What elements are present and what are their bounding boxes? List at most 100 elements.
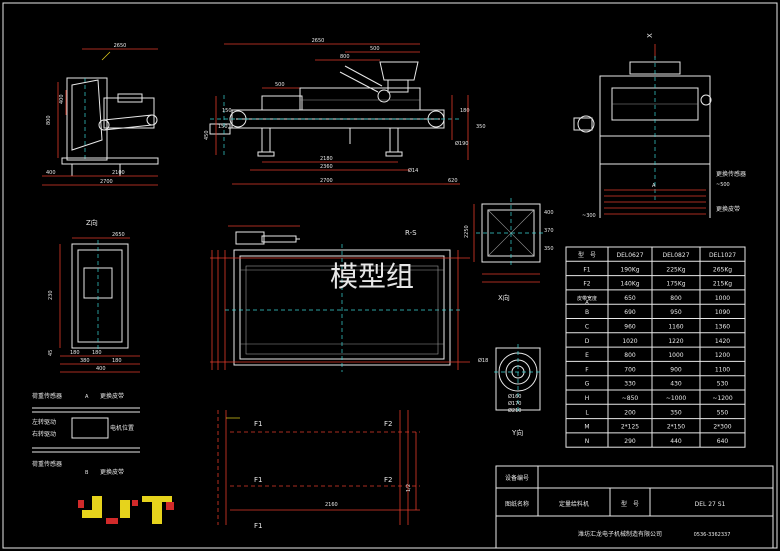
table-cell-6-0: E xyxy=(585,352,589,359)
table-cell-2-0: 皮带宽度 xyxy=(577,295,597,302)
dim-z-b2: 180 xyxy=(92,350,102,356)
table-cell-2-1: 650 xyxy=(624,295,636,302)
x-mark: X xyxy=(646,33,654,38)
table-cell-5-0: D xyxy=(585,338,590,345)
table-cell-12-0: N xyxy=(585,438,590,445)
table-cell-1-2: 175Kg xyxy=(666,281,685,288)
dim-left-v2: 400 xyxy=(59,94,65,104)
table-cell-12-2: 440 xyxy=(670,438,682,445)
dim-main-b1: 2180 xyxy=(320,156,333,162)
dim-right-v: ~500 xyxy=(716,182,730,188)
company-logo xyxy=(78,496,174,524)
right-label-belt: 更换皮带 xyxy=(716,205,740,213)
table-header-3: DEL1027 xyxy=(709,252,736,259)
dim-z-v2: 45 xyxy=(48,350,54,356)
watermark: 模型组 xyxy=(330,260,414,293)
table-cell-6-2: 1000 xyxy=(668,352,683,359)
table-header-1: DEL0627 xyxy=(616,252,643,259)
table-cell-4-3: 1360 xyxy=(715,324,730,331)
table-cell-1-1: 140Kg xyxy=(620,281,639,288)
main-front-view: 2650 500 800 500 180 xyxy=(204,38,486,185)
table-cell-2-2: 800 xyxy=(670,295,682,302)
dim-main-b4: 620 xyxy=(448,178,458,184)
dim-left-v1: 800 xyxy=(46,115,52,125)
dim-left-b2: 2100 xyxy=(112,170,125,176)
force-label-f1-bot: F1 xyxy=(254,522,262,530)
table-cell-3-2: 950 xyxy=(670,309,682,316)
table-header-2: DEL0827 xyxy=(662,252,689,259)
table-cell-2-3: 1000 xyxy=(715,295,730,302)
x-section-view: 2250 400 370 350 X向 xyxy=(464,198,554,302)
table-cell-6-3: 1200 xyxy=(715,352,730,359)
z-view-title: Z向 xyxy=(86,218,98,227)
dim-main-b2: 2360 xyxy=(320,164,333,170)
legend: 荷重传感器 A 更换皮带 左转驱动 右转驱动 电机位置 荷重传感器 B 更换皮带 xyxy=(32,392,140,476)
table-header-0: 型 号 xyxy=(578,251,596,259)
dim-main-s1: 500 xyxy=(370,46,380,52)
table-cell-8-0: G xyxy=(585,381,590,388)
dim-z-top: 2650 xyxy=(112,232,125,238)
drawing-name: 定量给料机 xyxy=(559,500,589,508)
force-plan-view: 1/2 2160 F1 F2 F1 F2 F1 xyxy=(217,410,420,530)
dim-main-top: 2650 xyxy=(312,38,325,44)
table-cell-0-0: F1 xyxy=(583,266,590,273)
title-block: 设备编号 图纸名称 定量给料机 型 号 DEL 27 S1 潍坊汇龙电子机械制造… xyxy=(495,465,774,549)
table-cell-10-1: 200 xyxy=(624,409,636,416)
table-cell-5-3: 1420 xyxy=(715,338,730,345)
right-label-sensor: 更换传感器 xyxy=(716,170,746,178)
x-view-title: X向 xyxy=(498,293,510,302)
dim-left-b3: 2700 xyxy=(100,179,113,185)
table-cell-11-0: M xyxy=(584,424,589,431)
dim-main-b3: 2700 xyxy=(320,178,333,184)
force-label-f2-mid: F2 xyxy=(384,476,392,484)
force-label-f1-top: F1 xyxy=(254,420,262,428)
table-cell-0-2: 225Kg xyxy=(666,266,685,273)
table-cell-7-3: 1100 xyxy=(715,366,730,373)
legend-item-2: 左转驱动 xyxy=(32,418,56,426)
dim-left-b1: 400 xyxy=(46,170,56,176)
dim-plan-h: 1/2 xyxy=(406,484,412,492)
table-cell-3-0: B xyxy=(585,309,589,316)
legend-motor-position: 电机位置 xyxy=(110,424,134,432)
dim-x-2: 370 xyxy=(544,228,554,234)
dim-y-3: Ø210 xyxy=(508,407,521,414)
table-cell-8-1: 330 xyxy=(624,381,636,388)
dim-main-s2: 800 xyxy=(340,54,350,60)
legend-replace-belt-1: 更换皮带 xyxy=(100,392,124,400)
table-cell-7-0: F xyxy=(585,366,589,373)
dim-right-left: ~300 xyxy=(582,213,596,219)
left-side-view: 2650 800 400 400 2100 2700 xyxy=(42,43,159,186)
dim-main-phi: Ø14 xyxy=(408,167,418,174)
legend-item-4: 荷重传感器 xyxy=(32,460,62,468)
model-number: DEL 27 S1 xyxy=(695,501,726,508)
table-cell-9-0: H xyxy=(585,395,590,402)
dim-z-v1: 230 xyxy=(48,290,54,300)
dim-main-r2: 350 xyxy=(476,124,486,130)
table-cell-9-1: ~850 xyxy=(622,395,639,402)
z-direction-view: Z向 2650 230 45 180 180 380 180 400 xyxy=(48,218,140,373)
table-cell-10-3: 550 xyxy=(717,409,729,416)
table-cell-3-1: 690 xyxy=(624,309,636,316)
table-cell-5-2: 1220 xyxy=(668,338,683,345)
dim-main-h3: 150 xyxy=(218,124,228,130)
label-device-no: 设备编号 xyxy=(505,474,529,482)
table-cell-10-0: L xyxy=(585,409,589,416)
table-cell-5-1: 1020 xyxy=(622,338,637,345)
dim-left-top: 2650 xyxy=(114,43,127,49)
y-view-title: Y向 xyxy=(511,428,523,437)
company-name: 潍坊汇龙电子机械制造有限公司 xyxy=(578,530,662,538)
dim-right-e: A xyxy=(652,183,656,189)
dim-x-v: 2250 xyxy=(464,225,470,238)
table-cell-4-1: 960 xyxy=(624,324,636,331)
legend-mark-b: B xyxy=(85,470,89,476)
company-phone: 0536-3362337 xyxy=(694,532,731,538)
dim-main-phi2: Ø190 xyxy=(455,140,468,147)
dim-main-h1: 450 xyxy=(204,130,210,140)
table-cell-11-1: 2*125 xyxy=(621,424,639,431)
table-cell-12-1: 290 xyxy=(624,438,636,445)
table-cell-9-2: ~1000 xyxy=(666,395,686,402)
dim-main-h2: 150 xyxy=(222,108,232,114)
